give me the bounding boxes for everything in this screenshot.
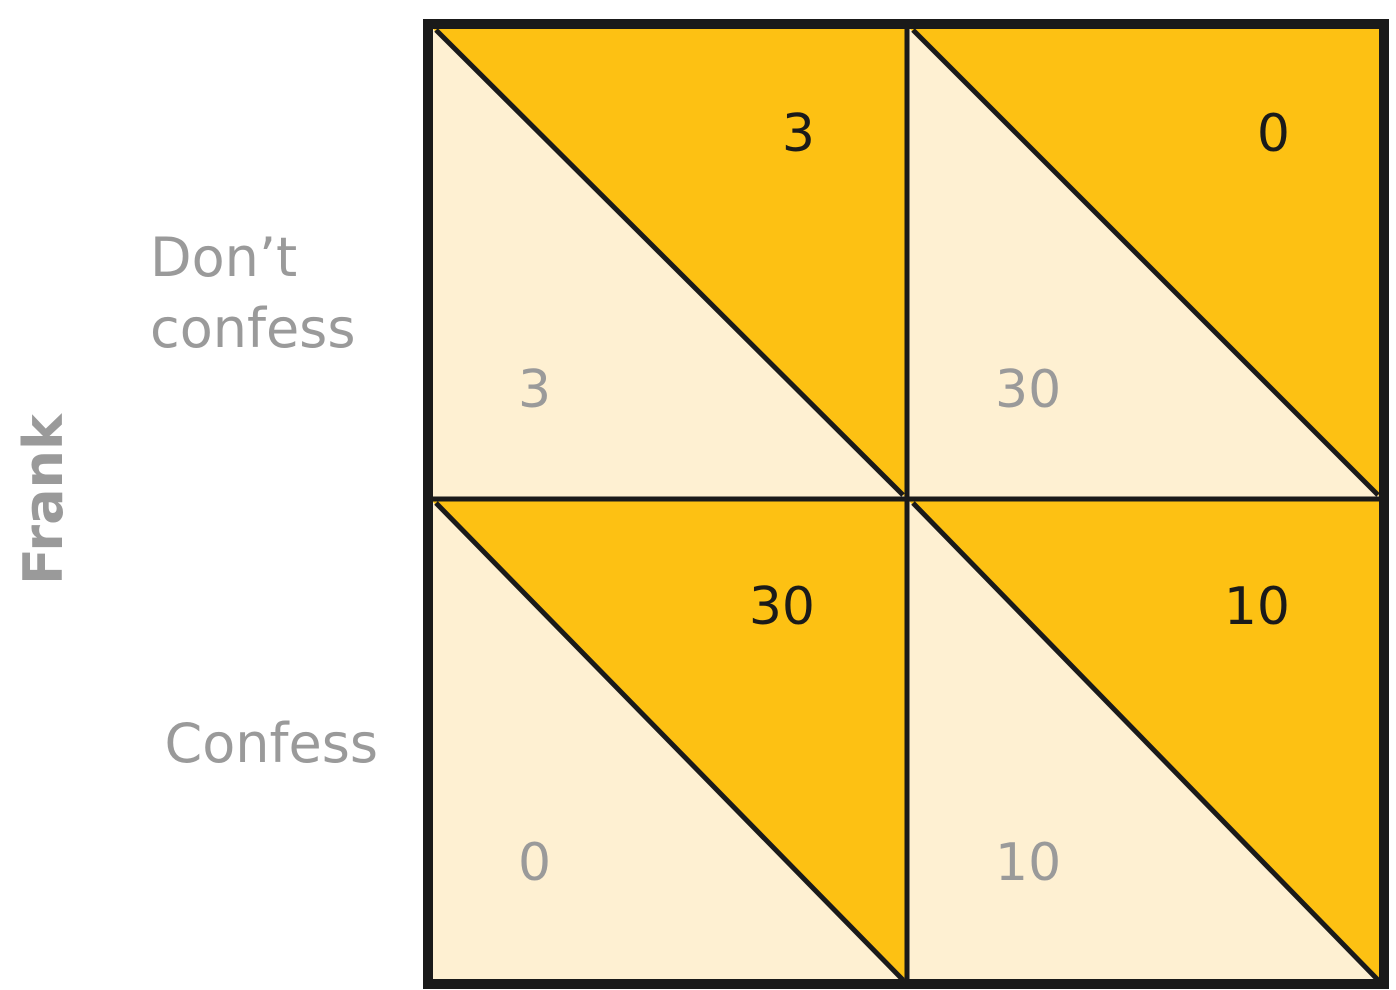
matrix-border (423, 19, 1389, 989)
cell-diagonal (911, 28, 1380, 497)
cell-diagonal (434, 28, 905, 497)
row-player-label: Frank (12, 414, 75, 585)
row-strategy-dont-confess: Don’t confess (150, 226, 356, 361)
row-player-payoff: 3 (518, 360, 552, 420)
col-player-payoff: 3 (781, 104, 815, 164)
cell-diagonal (434, 501, 905, 982)
col-player-payoff: 10 (1223, 577, 1290, 637)
col-player-payoff: 0 (1256, 104, 1290, 164)
grid-lines (423, 19, 1389, 989)
col-player-payoff: 30 (748, 577, 815, 637)
row-player-payoff: 30 (995, 360, 1062, 420)
row-player-payoff: 10 (995, 833, 1062, 893)
row-strategy-confess: Confess (164, 712, 378, 775)
row-player-payoff: 0 (518, 833, 552, 893)
cell-diagonal (911, 501, 1380, 982)
